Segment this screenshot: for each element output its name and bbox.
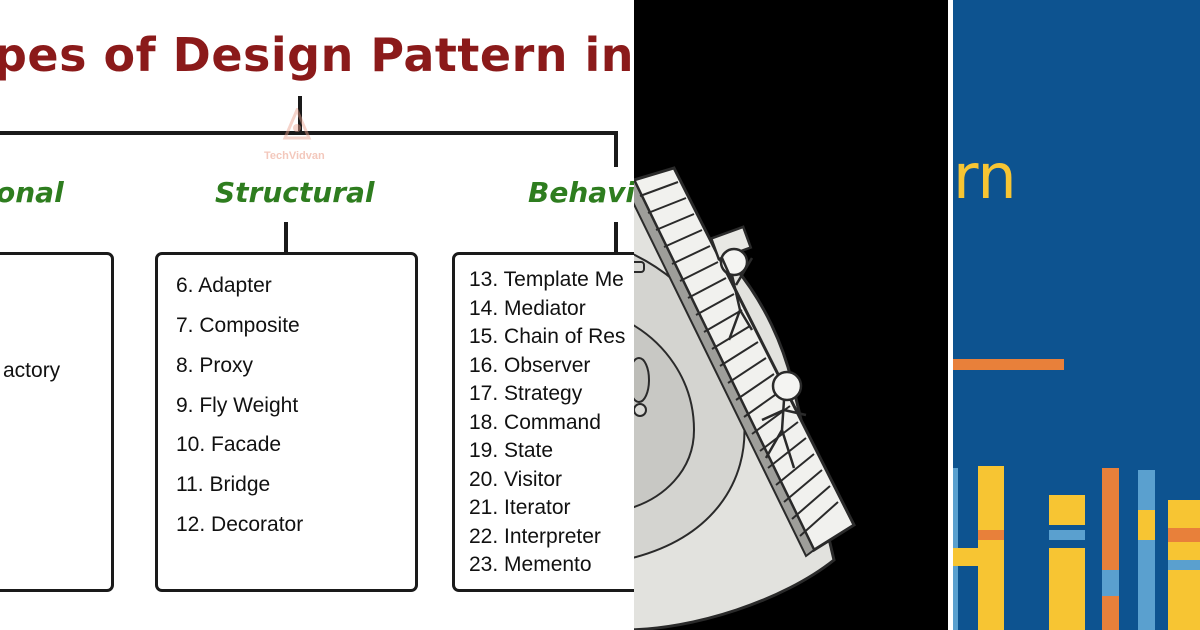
category-structural: Structural [215, 176, 375, 209]
connector-line [614, 131, 618, 167]
block-art [1138, 510, 1155, 540]
list-item: 14. Mediator [469, 297, 586, 320]
list-item: 15. Chain of Res [469, 325, 626, 348]
block-art [1168, 560, 1200, 570]
block-art [978, 530, 1004, 540]
creational-box: actory [0, 252, 114, 592]
staircase-illustration [634, 0, 948, 630]
block-art [1138, 470, 1155, 630]
list-item: 7. Composite [176, 314, 300, 337]
behavioral-box: 13. Template Me 14. Mediator 15. Chain o… [452, 252, 634, 592]
category-behavioral: Behavio [528, 176, 634, 209]
list-item: 21. Iterator [469, 496, 571, 519]
list-item: 16. Observer [469, 354, 591, 377]
pattern-cover-panel: rn [948, 0, 1200, 630]
connector-line [284, 222, 288, 254]
block-art [953, 548, 1004, 566]
list-item: 10. Facade [176, 433, 282, 456]
list-item: 11. Bridge [176, 473, 271, 496]
list-item: 20. Visitor [469, 468, 562, 491]
staircase-illustration-art [634, 166, 856, 630]
connector-line [0, 131, 618, 135]
list-item: actory [3, 359, 61, 382]
block-art [1168, 528, 1200, 542]
design-patterns-diagram: pes of Design Pattern in Jav TechVidvan … [0, 0, 634, 630]
accent-bar [953, 359, 1064, 370]
block-art [1102, 468, 1119, 630]
list-item: 6. Adapter [176, 274, 272, 297]
list-item: 8. Proxy [176, 354, 254, 377]
connector-line [614, 222, 618, 254]
block-art [1049, 530, 1085, 540]
watermark-logo-icon [282, 108, 312, 140]
block-art [1102, 570, 1119, 596]
block-art [1049, 548, 1085, 630]
list-item: 9. Fly Weight [176, 394, 299, 417]
block-art [1049, 495, 1085, 525]
pattern-cover-background: rn [953, 0, 1200, 630]
list-item: 23. Memento [469, 553, 592, 576]
list-item: 18. Command [469, 411, 601, 434]
list-item: 17. Strategy [469, 382, 583, 405]
watermark-text: TechVidvan [264, 150, 325, 162]
cover-title-text: rn [953, 140, 1017, 213]
connector-line [298, 96, 302, 134]
structural-box: 6. Adapter 7. Composite 8. Proxy 9. Fly … [155, 252, 418, 592]
list-item: 22. Interpreter [469, 525, 601, 548]
list-item: 19. State [469, 439, 554, 462]
list-item: 13. Template Me [469, 268, 624, 291]
diagram-title: pes of Design Pattern in Jav [0, 28, 634, 82]
category-creational: onal [0, 176, 64, 209]
list-item: 12. Decorator [176, 513, 304, 536]
